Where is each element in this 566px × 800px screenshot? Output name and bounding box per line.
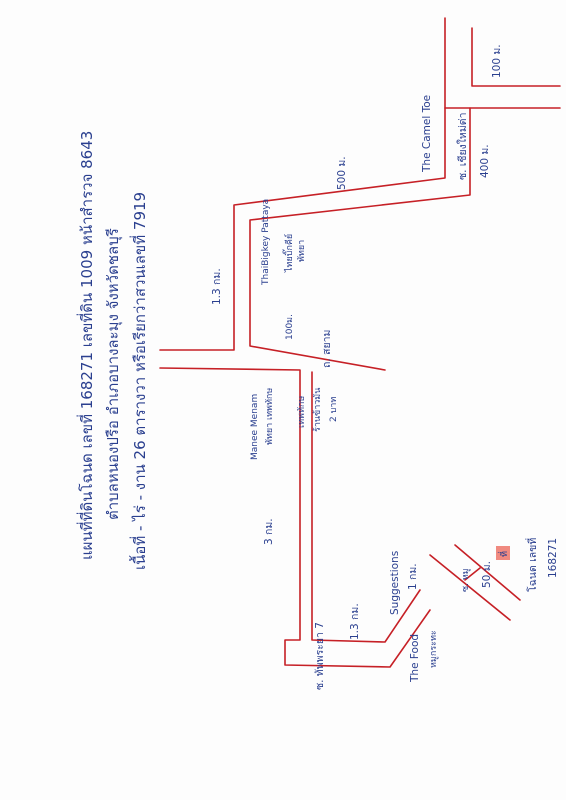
road-inner-left: [311, 371, 421, 643]
road-camel-route: [249, 107, 471, 371]
marker-label: ที่: [497, 551, 510, 557]
label-shop-price: 2 บาท: [329, 397, 339, 422]
label-the-food: The Food: [409, 634, 421, 683]
road-branch-a: [429, 554, 511, 621]
label-thaibigkey-thai: ไทยบิ๊กคีย์: [282, 234, 295, 273]
label-1km: 1 กม.: [407, 563, 419, 590]
road-main-left: [159, 367, 431, 668]
title-block: แผนที่ที่ดินโฉนด เลขที่ 168271 เลขที่ดิน…: [76, 131, 149, 570]
label-the-food-sub: หมูกระทะ: [429, 630, 439, 668]
label-thaibigkey-sub: พัทยา: [297, 240, 307, 262]
target-marker: ที่ โฉนด เลขที่ 168271: [496, 538, 559, 592]
label-50m: 50 ม.: [481, 561, 493, 588]
title-line-2: ตำบลหนองปรือ อำเภอบางละมุง จังหวัดชลบุรี: [104, 228, 123, 520]
roads: [159, 17, 561, 668]
label-suggestions: Suggestions: [389, 551, 401, 615]
label-camel-toe: The Camel Toe: [421, 95, 433, 173]
label-100m-top: 100 ม.: [491, 44, 503, 78]
label-100m-mid: 100ม.: [285, 314, 295, 340]
label-chanote-number: 168271: [547, 538, 559, 578]
label-soi-siam: ถ. สยาม: [321, 330, 333, 368]
label-thaibigkey: ThaiBigkey Pattaya: [261, 199, 271, 286]
label-500m: 500 ม.: [336, 156, 348, 190]
label-400m: 400 ม.: [479, 144, 491, 178]
label-soi-chiangmai: ซ. เชียงใหม่ด่า: [456, 113, 469, 180]
label-manee-thai: พัทยา เทพทักษ: [265, 388, 275, 445]
marker-square: [496, 546, 510, 560]
label-chanote: โฉนด เลขที่: [525, 538, 539, 592]
label-3km: 3 กม.: [263, 518, 275, 545]
map-labels: 100 ม. The Camel Toe ซ. เชียงใหม่ด่า 400…: [211, 44, 503, 690]
road-branch-b: [454, 544, 521, 601]
label-soi-bottom: ซ. ทัพพระยา 7: [314, 622, 326, 690]
title-line-1: แผนที่ที่ดินโฉนด เลขที่ 168271 เลขที่ดิน…: [76, 131, 96, 560]
road-branch-c: [464, 567, 481, 581]
title-line-3: เนื้อที่ - ไร่ - งาน 26 ตารางวา หรือเรีย…: [129, 192, 149, 570]
label-1-3km-top: 1.3 กม.: [211, 268, 223, 305]
label-1-3km-bottom: 1.3 กม.: [349, 603, 361, 640]
label-soi-small: ซ. หมู: [461, 568, 471, 592]
label-manee-menam: Manee Menam: [250, 394, 260, 460]
label-shop-sub: ร้านข้าวมัน: [312, 388, 323, 432]
road-camel-route-outer: [159, 107, 446, 351]
road-top-right-bottom: [471, 27, 561, 87]
label-shop-name: เทพทักษ: [297, 396, 307, 428]
